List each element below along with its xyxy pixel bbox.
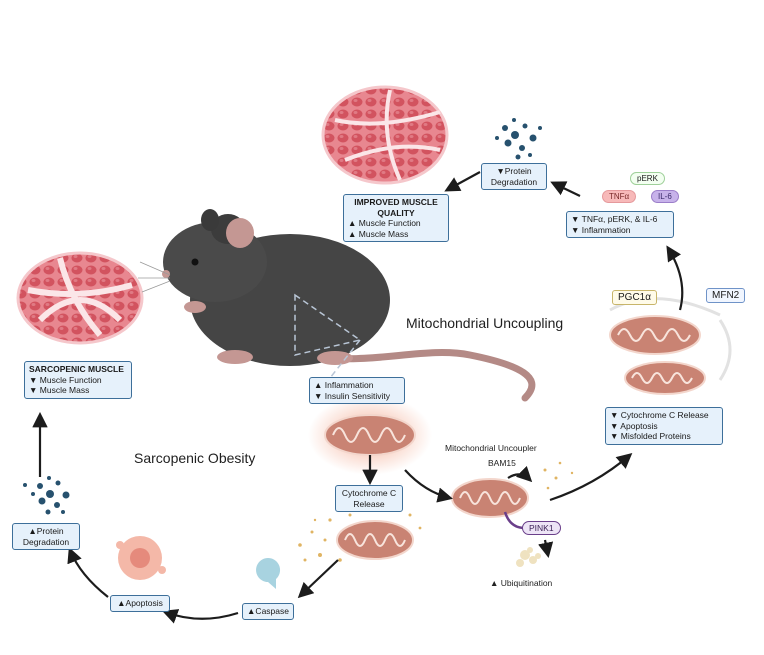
marker-mfn2: MFN2 [706, 288, 746, 303]
box-protein-top-line-2: Degradation [490, 176, 538, 187]
arrow-to-improved [444, 171, 481, 192]
box-inflammation-markers: ▼ TNFα, pERK, & IL-6 ▼ Inflammation [566, 211, 674, 238]
box-caspase: ▲Caspase [242, 603, 294, 620]
box-cytochrome-release: Cytochrome C Release [335, 485, 403, 512]
box-apoptosis: ▲Apoptosis [110, 595, 170, 612]
box-sarcopenic-title: SARCOPENIC MUSCLE [29, 364, 124, 374]
arrow-to-cytochrome-apoptosis [549, 452, 633, 502]
box-inflammation-markers-line-1: ▼ TNFα, pERK, & IL-6 [571, 214, 658, 224]
box-sarcopenic-line-1: ▼ Muscle Function [29, 374, 102, 385]
sarcopenic-muscle-image [16, 251, 144, 345]
marker-pgc1a: PGC1α [612, 290, 658, 305]
mitochondrion-glowing [308, 395, 432, 475]
box-cytochrome-release-line-2: Release [353, 498, 385, 509]
box-improved-line-2: ▲ Muscle Mass [348, 228, 409, 239]
mitochondria-healthy-network [609, 297, 732, 395]
box-protein-bottom-line-2: Degradation [22, 536, 70, 547]
label-mitochondrial-uncoupler: Mitochondrial Uncoupler [445, 443, 537, 453]
box-cyto-apoptosis-line-1: ▼ Cytochrome C Release [610, 410, 709, 420]
arrow-bam15 [507, 465, 533, 483]
box-cyto-apoptosis-line-3: ▼ Misfolded Proteins [610, 431, 691, 441]
box-improved-muscle-quality: IMPROVED MUSCLE QUALITY ▲ Muscle Functio… [343, 194, 449, 242]
box-cytochrome-release-line-1: Cytochrome C [341, 488, 397, 498]
apoptotic-cell-image [116, 536, 166, 580]
improved-muscle-image [321, 85, 449, 185]
label-ubiquitination: ▲ Ubiquitination [490, 578, 553, 588]
marker-tnfa: TNFα [602, 190, 637, 203]
box-improved-title: IMPROVED MUSCLE QUALITY [354, 197, 438, 218]
arrow-to-caspase [297, 559, 339, 599]
box-sarcopenic-muscle: SARCOPENIC MUSCLE ▼ Muscle Function ▼ Mu… [24, 361, 132, 399]
marker-perk: pERK [630, 172, 665, 185]
label-bam15: BAM15 [488, 458, 516, 468]
box-inflammation-markers-line-2: ▼ Inflammation [571, 224, 631, 235]
box-protein-top-line-1: ▼Protein [496, 166, 532, 176]
box-sarcopenic-line-2: ▼ Muscle Mass [29, 385, 90, 395]
marker-il6: IL-6 [651, 190, 679, 203]
label-sarcopenic-obesity: Sarcopenic Obesity [134, 450, 256, 466]
label-mitochondrial-uncoupling: Mitochondrial Uncoupling [406, 315, 564, 331]
arrow-to-apoptosis [162, 609, 239, 624]
arrow-to-protein-bottom [67, 547, 109, 598]
arrow-to-pink1-ub [538, 539, 554, 559]
box-protein-degradation-bottom: ▲Protein Degradation [12, 523, 80, 550]
box-caspase-line-1: ▲Caspase [247, 606, 289, 616]
box-inflammation-insulin: ▲ Inflammation ▼ Insulin Sensitivity [309, 377, 405, 404]
arrow-to-inflammation-markers [666, 245, 684, 311]
box-protein-bottom-line-1: ▲Protein [28, 526, 64, 536]
mitochondrion-uncoupled [451, 461, 574, 530]
mouse-illustration [138, 209, 536, 402]
box-inflammation-insulin-line-2: ▼ Insulin Sensitivity [314, 390, 390, 401]
box-cytochrome-apoptosis: ▼ Cytochrome C Release ▼ Apoptosis ▼ Mis… [605, 407, 723, 445]
ubiquitin-cluster-icon [516, 547, 541, 567]
protein-fragments-top [495, 118, 542, 160]
protein-fragments-bottom [23, 476, 70, 515]
arrow-to-protein-top [550, 181, 581, 197]
box-inflammation-insulin-line-1: ▲ Inflammation [314, 380, 374, 390]
flow-arrows [32, 171, 684, 624]
box-protein-degradation-top: ▼Protein Degradation [481, 163, 547, 190]
mitochondrion-releasing [298, 513, 422, 562]
marker-pink1: PINK1 [522, 521, 561, 535]
box-improved-line-1: ▲ Muscle Function [348, 218, 421, 228]
arrow-to-mito-uncoupled [404, 469, 453, 503]
box-apoptosis-line-1: ▲Apoptosis [117, 598, 163, 608]
box-cyto-apoptosis-line-2: ▼ Apoptosis [610, 420, 658, 431]
caspase-icon [256, 558, 281, 589]
